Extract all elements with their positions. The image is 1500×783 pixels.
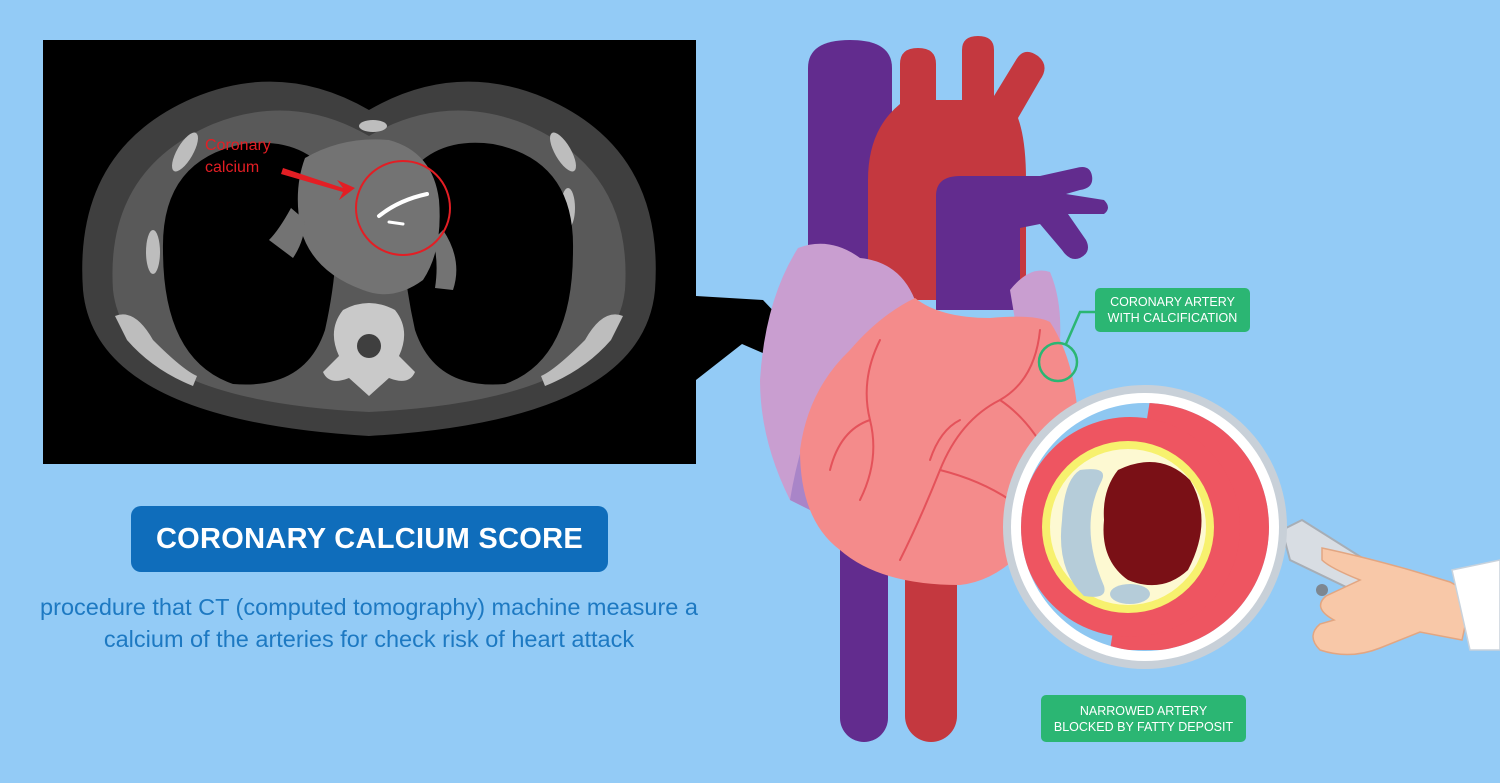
coronary-vessels — [829, 329, 1051, 561]
artery-lumen — [1103, 462, 1202, 586]
callout-narrowed-artery: NARROWED ARTERY BLOCKED BY FATTY DEPOSIT — [1041, 695, 1246, 742]
calcification-leader-line — [1064, 310, 1095, 345]
ct-scapula-left — [541, 314, 623, 386]
inferior-vena-cava — [840, 520, 888, 742]
ct-scapula-right — [115, 314, 197, 386]
calcification-marker-circle — [1037, 341, 1079, 383]
sleeve — [1451, 559, 1500, 651]
callout-calcification-line1: CORONARY ARTERY — [1110, 295, 1235, 309]
callout-calcification-line2: WITH CALCIFICATION — [1107, 311, 1238, 325]
callout-narrowed-line2: BLOCKED BY FATTY DEPOSIT — [1053, 719, 1234, 734]
ct-scan-panel: Coronary calcium — [43, 40, 696, 464]
ct-calcification-deposit — [377, 192, 429, 218]
ct-scan-image: Coronary calcium — [82, 81, 656, 436]
ct-arrow — [281, 168, 355, 200]
plaque-small — [1110, 584, 1150, 604]
hand — [1312, 547, 1473, 656]
callout-narrowed-line1: NARROWED ARTERY — [1079, 703, 1208, 718]
artery-cross-section — [1021, 403, 1269, 650]
title-banner: CORONARY CALCIUM SCORE — [131, 506, 608, 572]
ct-label-line2: calcium — [205, 159, 259, 176]
pulmonary-artery — [936, 167, 1108, 310]
ct-right-lung — [162, 142, 337, 385]
callout-calcification: CORONARY ARTERY WITH CALCIFICATION — [1095, 288, 1250, 332]
description-text: procedure that CT (computed tomography) … — [40, 594, 698, 652]
ct-highlight-circle — [355, 160, 451, 256]
ct-left-lung — [402, 142, 574, 385]
magnifier-screw — [1316, 584, 1328, 596]
title-text: CORONARY CALCIUM SCORE — [155, 522, 584, 555]
ct-label-line1: Coronary — [205, 137, 271, 154]
fatty-plaque — [1060, 469, 1105, 597]
